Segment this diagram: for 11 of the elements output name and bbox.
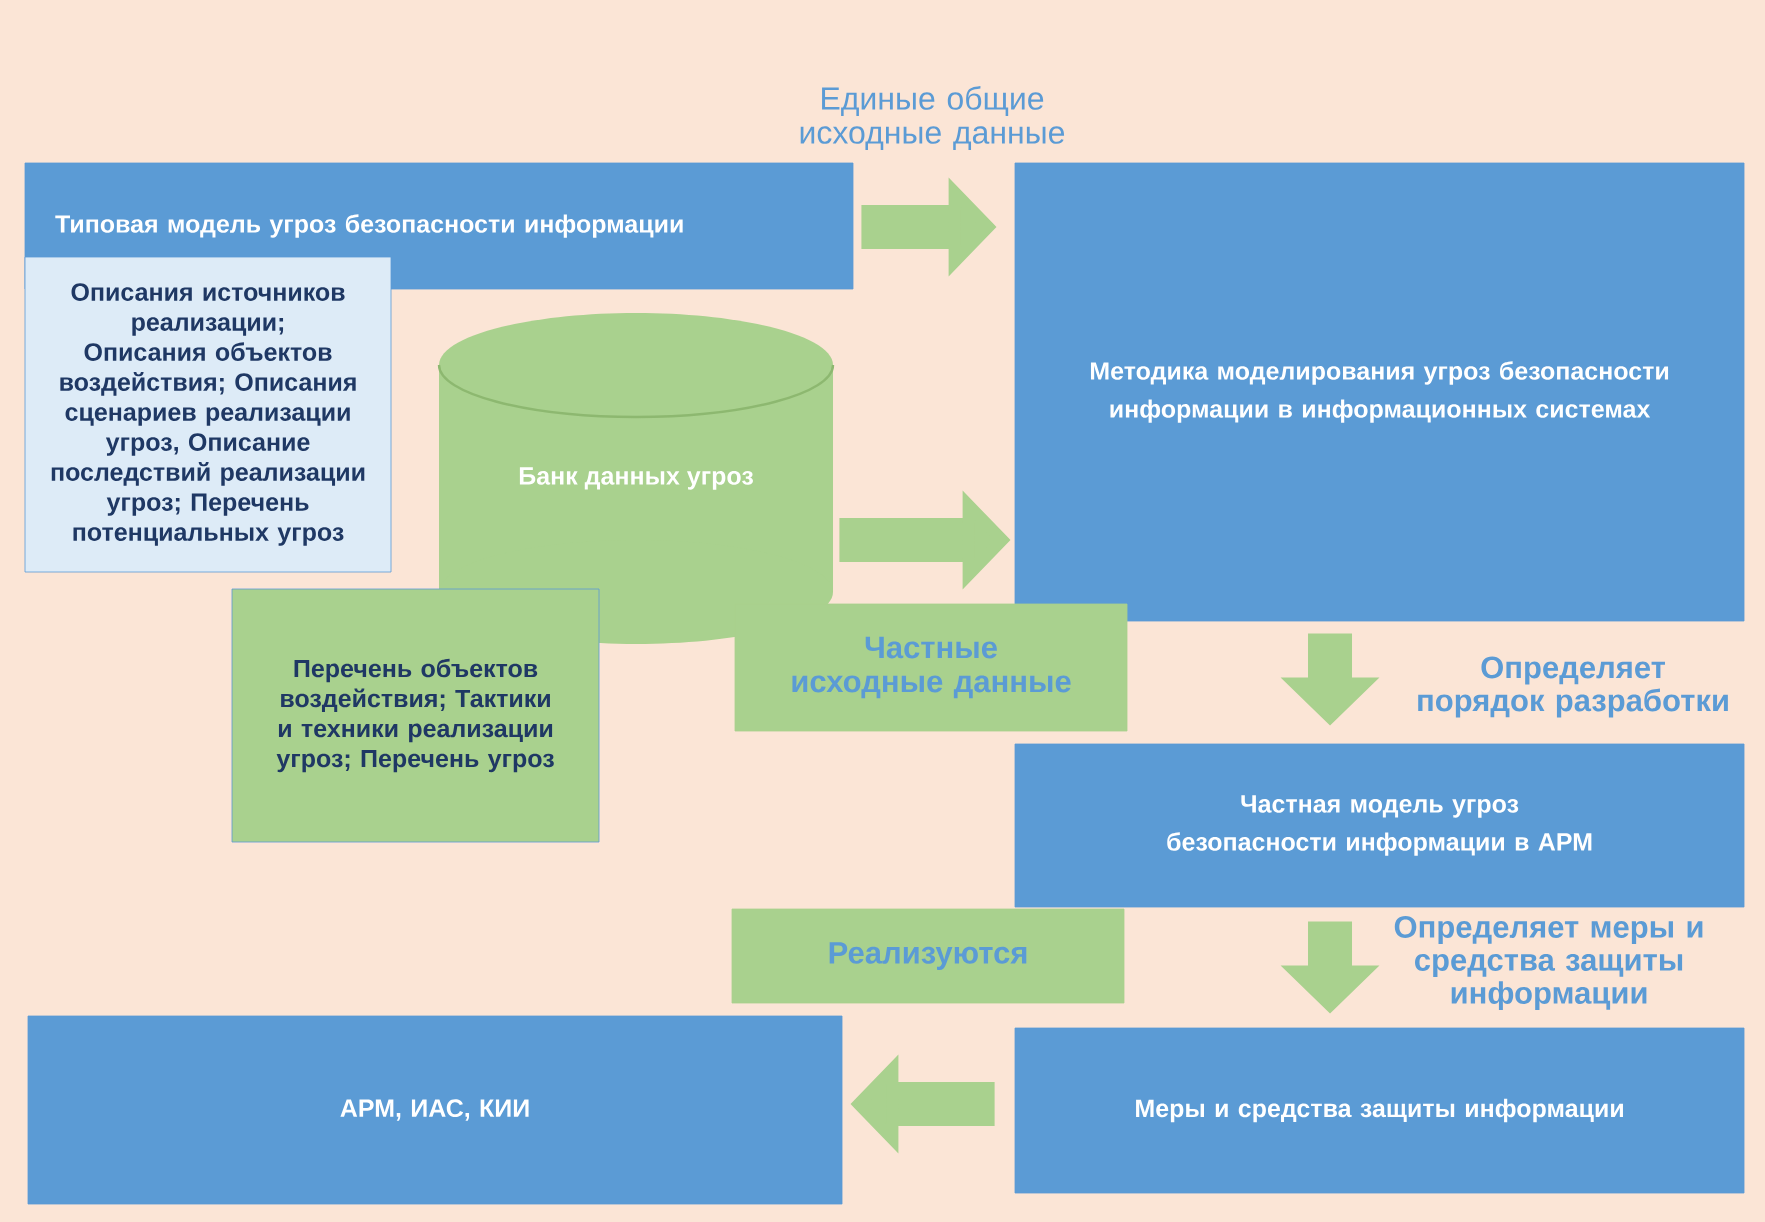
edge-label: Определяет меры и средства защиты информации [1394,916,1703,1011]
edge-label: Единые общие исходные данные [800,86,1065,150]
process-box: Меры и средства защиты информации [1014,1027,1745,1194]
process-box: АРМ, ИАС, КИИ [27,1015,843,1205]
process-box: Частная модель угроз безопасности информации в АРМ [1014,743,1745,908]
edge-label: Определяет порядок разработки [1418,656,1728,718]
list-box: Описания источников реализации; Описания объектов воздействия; Описания сценариев реализации угроз, Описание последствий реализации угроз; Перечень потенциальных угроз [24,256,392,573]
node-label: Банк данных угроз [519,467,753,490]
label-box: Частные исходные данные [734,603,1128,732]
process-box: Методика моделирования угроз безопасности информации в информационных системах [1014,162,1745,622]
label-box: Реализуются [731,908,1125,1004]
